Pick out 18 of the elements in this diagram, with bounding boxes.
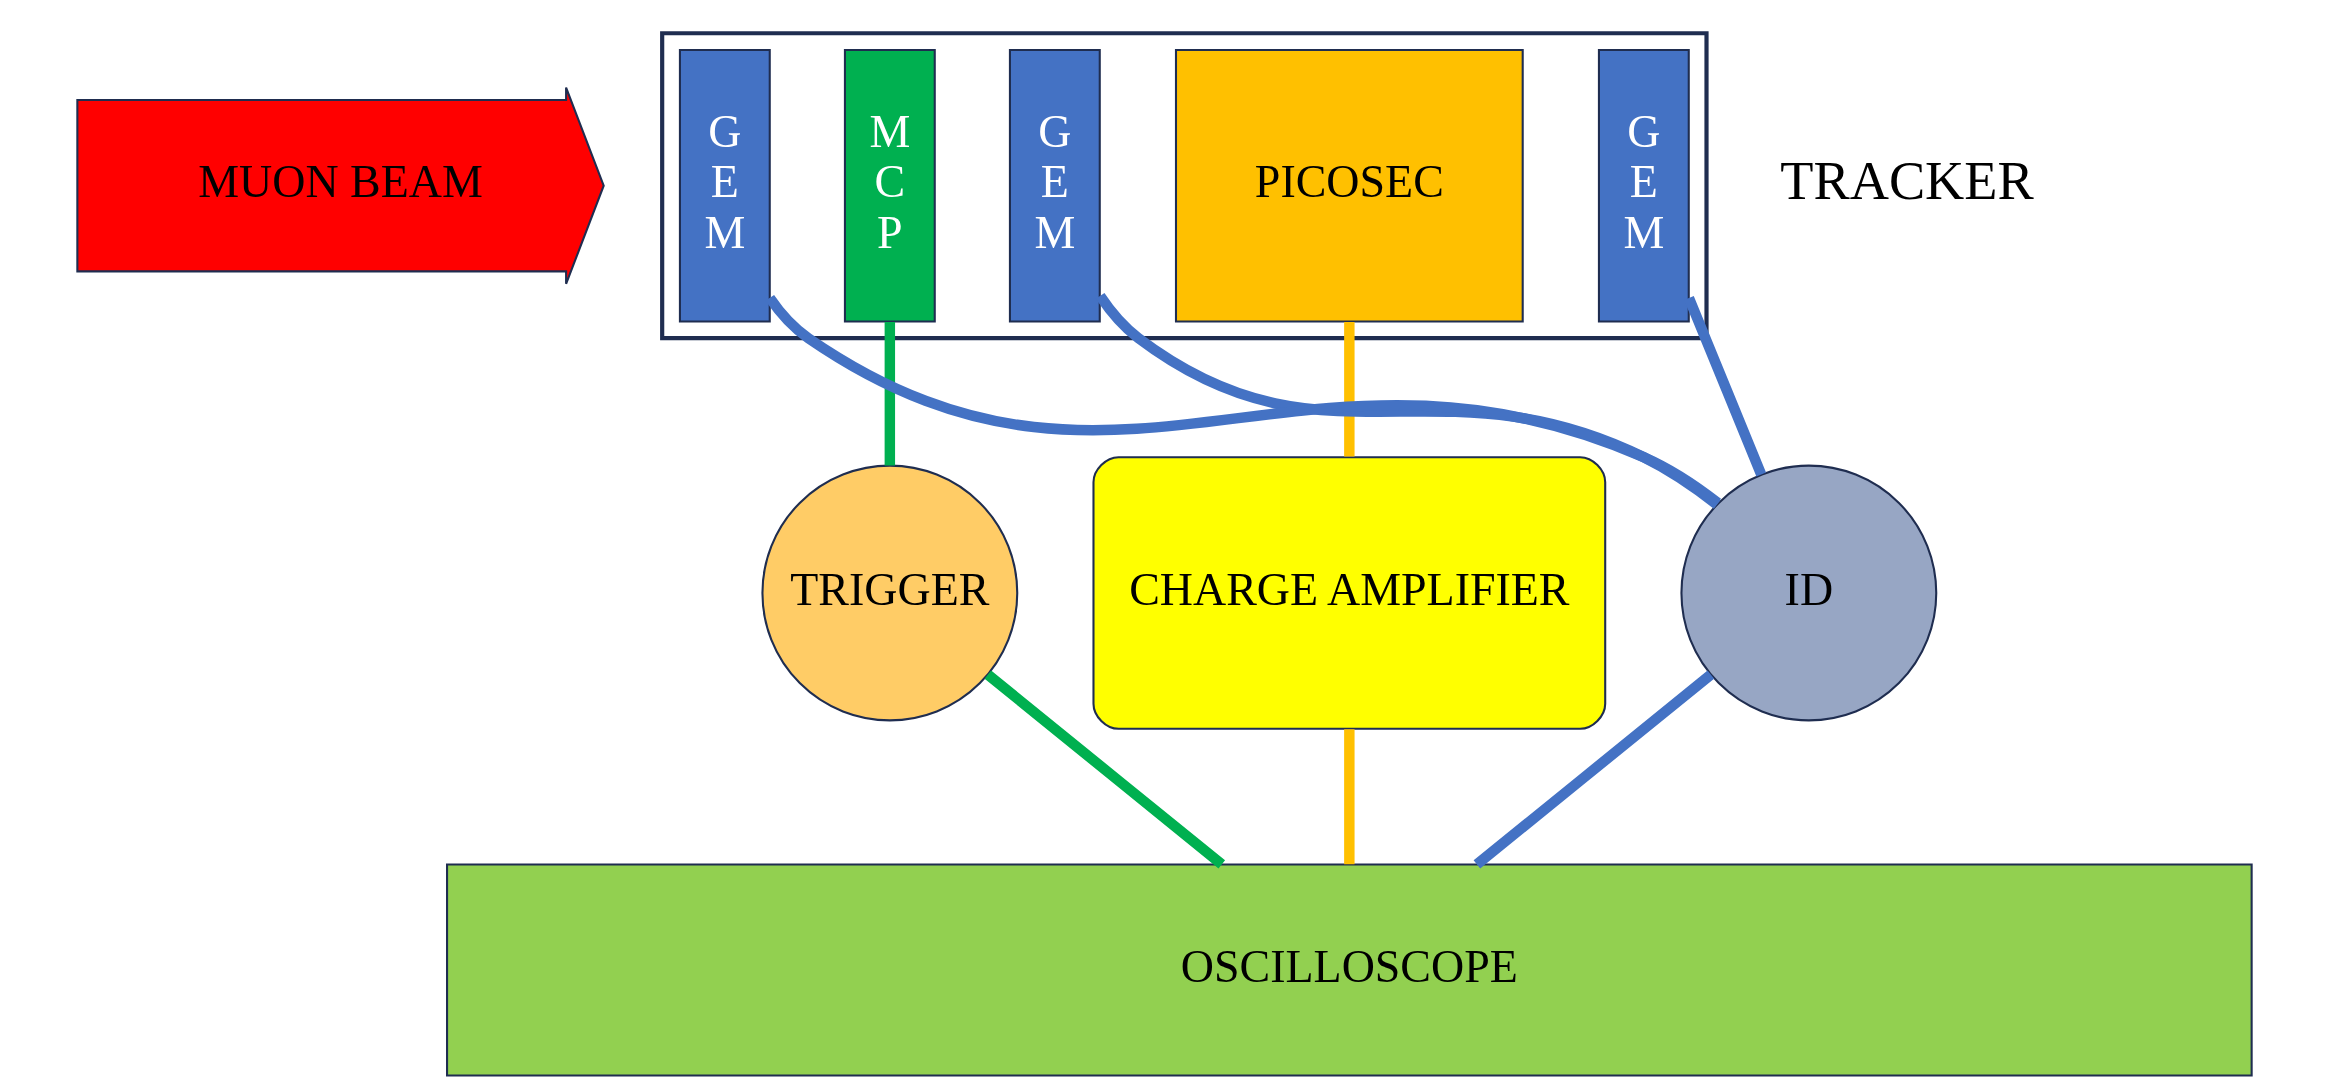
node-box: CHARGE AMPLIFIER [1091, 456, 1606, 730]
connector [1473, 670, 1714, 869]
connector [884, 322, 895, 466]
node-circle: ID [1679, 464, 1937, 722]
connector [1343, 322, 1355, 457]
node-box: OSCILLOSCOPE [445, 863, 2253, 1077]
node-box: G E M [678, 48, 771, 323]
connector [984, 670, 1225, 869]
connector [1343, 729, 1355, 865]
label: TRACKER [1779, 150, 2034, 211]
node-box: G E M [1597, 48, 1690, 323]
connector [1095, 293, 1720, 509]
node-box: M C P [843, 48, 936, 323]
connector [765, 294, 1721, 508]
node-box: G E M [1008, 48, 1101, 323]
cluster [659, 31, 1709, 341]
node-circle: TRIGGER [760, 464, 1018, 722]
node-box: PICOSEC [1174, 48, 1524, 323]
